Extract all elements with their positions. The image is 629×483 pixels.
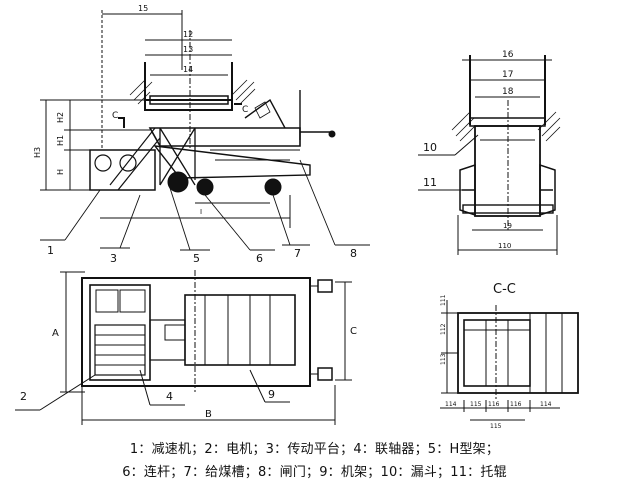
- front-dim-h2: H2: [56, 112, 65, 123]
- callout-3: 3: [110, 252, 117, 265]
- side-dim-19: 19: [503, 222, 512, 230]
- side-view: 16 17 18 19 110 10 11: [418, 50, 561, 255]
- front-dim-h3: H3: [33, 147, 42, 158]
- section-dim-115-left: 115: [470, 401, 482, 408]
- section-dim-116-left: 116: [488, 401, 500, 408]
- front-dim-15: 15: [138, 4, 148, 13]
- callout-4: 4: [166, 390, 173, 403]
- front-hopper: [144, 62, 233, 111]
- section-dim-114-right: 114: [540, 401, 552, 408]
- callout-2: 2: [20, 390, 27, 403]
- front-section-c-left: C: [112, 111, 118, 121]
- section-outer: [457, 312, 579, 394]
- front-dim-12: 12: [183, 30, 193, 39]
- callout-5: 5: [193, 252, 200, 265]
- plan-view: A B C 2 4 9: [15, 270, 357, 425]
- side-hopper: [469, 55, 546, 125]
- section-dim-112: 112: [440, 323, 447, 335]
- section-title: C-C: [493, 282, 516, 297]
- callout-6: 6: [256, 252, 263, 265]
- front-wheel-3: [264, 178, 282, 196]
- side-dim-17: 17: [502, 70, 513, 80]
- callout-10: 10: [423, 141, 437, 154]
- side-dim-110: 110: [498, 242, 511, 250]
- section-view: C-C 111 112 113 114 115 116 116 114 115: [440, 282, 579, 430]
- callout-11: 11: [423, 176, 437, 189]
- front-section-c-right: C: [242, 105, 248, 115]
- legend-line-1: 1：减速机；2：电机；3：传动平台；4：联轴器；5：H型架；: [129, 442, 500, 457]
- front-h-frame: [159, 127, 196, 186]
- front-leaders: [40, 159, 370, 251]
- front-dim-h1: H1: [56, 135, 65, 146]
- front-trough: [148, 127, 301, 147]
- section-dim-114-left: 114: [445, 401, 457, 408]
- plan-dim-c: C: [350, 326, 357, 337]
- front-dim-i: I: [200, 208, 202, 216]
- plan-frame: [81, 277, 311, 387]
- front-view: 15 12 13 14 H2 H1 H3 H I C C 1 3 5 6 7 8: [33, 4, 370, 265]
- callout-9: 9: [268, 388, 275, 401]
- side-roller-right: [539, 163, 556, 217]
- plan-dim-a: A: [52, 328, 59, 339]
- callout-7: 7: [294, 247, 301, 260]
- callout-8: 8: [350, 247, 357, 260]
- front-dim-13: 13: [183, 45, 193, 54]
- section-dim-111: 111: [440, 294, 447, 306]
- plan-dim-b: B: [205, 409, 212, 420]
- side-dim-16: 16: [502, 50, 514, 60]
- section-dim-115-bottom: 115: [490, 423, 502, 430]
- front-platform: [89, 149, 156, 191]
- front-dim-14: 14: [183, 65, 193, 74]
- side-dim-18: 18: [502, 87, 514, 97]
- callout-1: 1: [47, 244, 54, 257]
- front-wheel-2: [196, 178, 214, 196]
- front-dim-h: H: [56, 169, 65, 175]
- front-wheel-1: [167, 171, 189, 193]
- legend-line-2: 6：连杆；7：给煤槽；8：闸门；9：机架；10：漏斗；11：托辊: [122, 465, 507, 480]
- section-dim-113: 113: [440, 353, 447, 365]
- section-dim-116-right: 116: [510, 401, 522, 408]
- front-gate: [244, 90, 330, 140]
